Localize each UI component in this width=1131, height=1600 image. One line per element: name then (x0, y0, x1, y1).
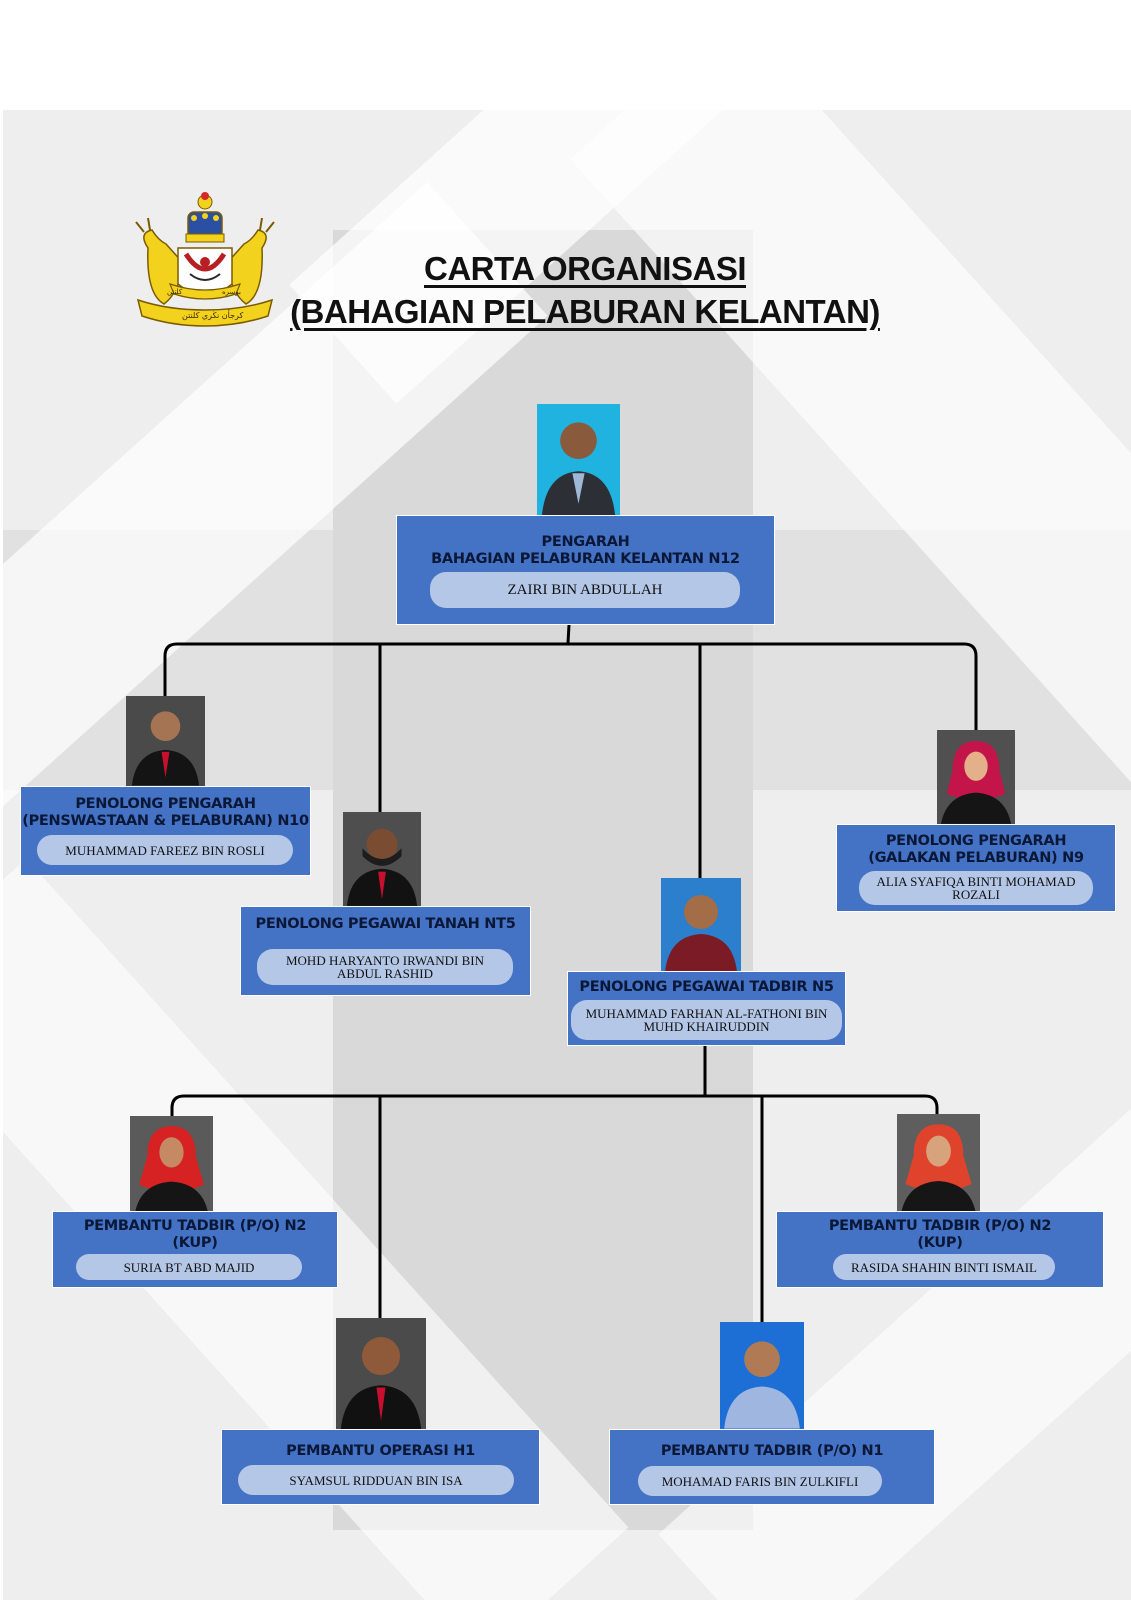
admin-asst-kup-left-photo (130, 1116, 213, 1212)
admin-asst-kup-left-name: SURIA BT ABD MAJID (76, 1254, 302, 1280)
crest-scroll-left: كلنتن (167, 288, 183, 296)
asst-director-private-photo (126, 696, 205, 786)
admin-asst-kup-right-photo (897, 1114, 980, 1212)
asst-director-promo-photo (937, 730, 1015, 825)
asst-director-private-role: PENOLONG PENGARAH (PENSWASTAAN & PELABUR… (22, 796, 309, 829)
asst-director-promo-card: PENOLONG PENGARAH (GALAKAN PELABURAN) N9… (836, 824, 1116, 912)
admin-asst-n1-name: MOHAMAD FARIS BIN ZULKIFLI (638, 1466, 882, 1496)
admin-asst-n1-card: PEMBANTU TADBIR (P/O) N1 MOHAMAD FARIS B… (609, 1429, 935, 1505)
page-title-line-2: (BAHAGIAN PELABURAN KELANTAN) (290, 293, 880, 330)
operations-asst-photo (336, 1318, 426, 1430)
asst-director-private-name: MUHAMMAD FAREEZ BIN ROSLI (37, 835, 293, 865)
admin-officer-photo (661, 878, 741, 972)
admin-asst-n1-photo (720, 1322, 804, 1430)
admin-officer-card: PENOLONG PEGAWAI TADBIR N5 MUHAMMAD FARH… (567, 971, 846, 1046)
asst-director-promo-role: PENOLONG PENGARAH (GALAKAN PELABURAN) N9 (868, 833, 1084, 866)
operations-asst-role: PEMBANTU OPERASI H1 (286, 1443, 475, 1459)
land-officer-name: MOHD HARYANTO IRWANDI BIN ABDUL RASHID (257, 949, 513, 985)
director-photo (537, 404, 620, 516)
admin-asst-n1-role: PEMBANTU TADBIR (P/O) N1 (660, 1443, 884, 1459)
admin-asst-kup-left-card: PEMBANTU TADBIR (P/O) N2 (KUP) SURIA BT … (52, 1211, 338, 1288)
director-name: ZAIRI BIN ABDULLAH (430, 572, 740, 608)
crest-scroll-right: بوسره (222, 288, 241, 296)
land-officer-card: PENOLONG PEGAWAI TANAH NT5 MOHD HARYANTO… (240, 906, 531, 996)
land-officer-role: PENOLONG PEGAWAI TANAH NT5 (255, 916, 516, 932)
admin-officer-name: MUHAMMAD FARHAN AL-FATHONI BIN MUHD KHAI… (571, 1000, 842, 1040)
director-role: PENGARAH BAHAGIAN PELABURAN KELANTAN N12 (431, 534, 740, 567)
admin-asst-kup-right-name: RASIDA SHAHIN BINTI ISMAIL (833, 1254, 1055, 1280)
operations-asst-name: SYAMSUL RIDDUAN BIN ISA (238, 1465, 514, 1495)
admin-asst-kup-right-role: PEMBANTU TADBIR (P/O) N2 (KUP) (828, 1218, 1052, 1251)
asst-director-promo-name: ALIA SYAFIQA BINTI MOHAMAD ROZALI (859, 871, 1093, 905)
director-card: PENGARAH BAHAGIAN PELABURAN KELANTAN N12… (396, 515, 775, 625)
asst-director-private-card: PENOLONG PENGARAH (PENSWASTAAN & PELABUR… (20, 786, 311, 876)
admin-officer-role: PENOLONG PEGAWAI TADBIR N5 (579, 979, 834, 995)
land-officer-photo (343, 812, 421, 907)
kelantan-crest-logo: كلنتن بوسره كرجأن نڬري كلنتن (130, 188, 280, 340)
crest-scroll-bottom: كرجأن نڬري كلنتن (182, 309, 243, 320)
admin-asst-kup-left-role: PEMBANTU TADBIR (P/O) N2 (KUP) (83, 1218, 307, 1251)
page-title-line-1: CARTA ORGANISASI (424, 250, 747, 287)
operations-asst-card: PEMBANTU OPERASI H1 SYAMSUL RIDDUAN BIN … (221, 1429, 540, 1505)
admin-asst-kup-right-card: PEMBANTU TADBIR (P/O) N2 (KUP) RASIDA SH… (776, 1211, 1104, 1288)
